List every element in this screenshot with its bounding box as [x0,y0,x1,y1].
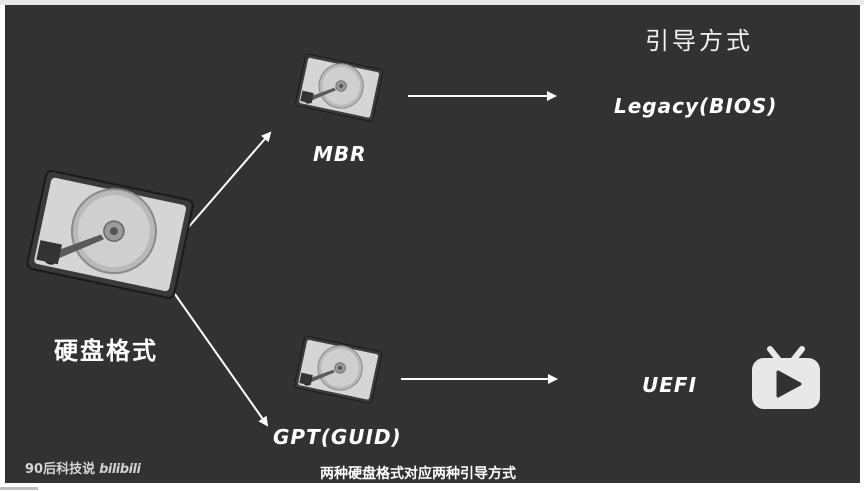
legacy-bios-label: Legacy(BIOS) [614,94,778,118]
watermark-text: 90后科技说 [25,462,96,477]
arrow-root-to-gpt [164,279,269,427]
top-bar [0,0,864,5]
heading-boot-modes: 引导方式 [645,27,753,55]
bottom-bar [0,483,864,491]
bilibili-logo: bilibili [99,462,141,477]
hard-drive-icon [294,335,383,404]
disk-format-label: 硬盘格式 [54,337,158,365]
subtitle-caption: 两种硬盘格式对应两种引导方式 [320,466,516,482]
video-progress-bar[interactable] [0,487,38,490]
video-frame[interactable]: 引导方式 Legacy(BIOS) MBR 硬盘格式 UEFI GPT(GUID… [5,5,860,483]
mbr-label: MBR [313,142,367,166]
uefi-label: UEFI [642,373,698,397]
hard-drive-icon [26,170,194,299]
hard-drive-icon [295,53,384,122]
bilibili-tv-icon [752,346,820,409]
gpt-guid-label: GPT(GUID) [273,425,402,449]
